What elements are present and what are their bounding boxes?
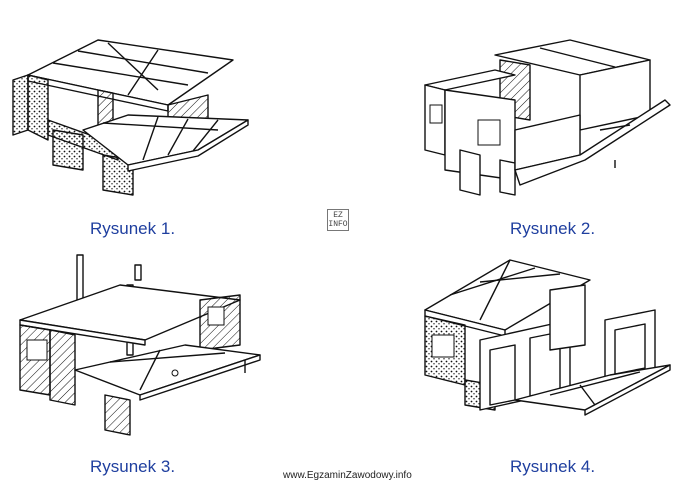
figure-2-drawing bbox=[420, 20, 675, 200]
logo-line-1: EZ bbox=[333, 211, 343, 220]
logo-line-2: INFO bbox=[328, 220, 348, 229]
caption-figure-4: Rysunek 4. bbox=[510, 457, 596, 476]
figure-1-drawing bbox=[8, 35, 258, 200]
site-footer-link[interactable]: www.EgzaminZawodowy.info bbox=[283, 470, 412, 481]
caption-figure-3: Rysunek 3. bbox=[90, 457, 176, 476]
caption-figure-2: Rysunek 2. bbox=[510, 219, 596, 238]
figure-3-drawing bbox=[10, 245, 265, 440]
caption-figure-1: Rysunek 1. bbox=[90, 219, 176, 238]
figure-4-drawing bbox=[420, 250, 675, 435]
ez-info-logo: EZ INFO bbox=[327, 209, 349, 231]
